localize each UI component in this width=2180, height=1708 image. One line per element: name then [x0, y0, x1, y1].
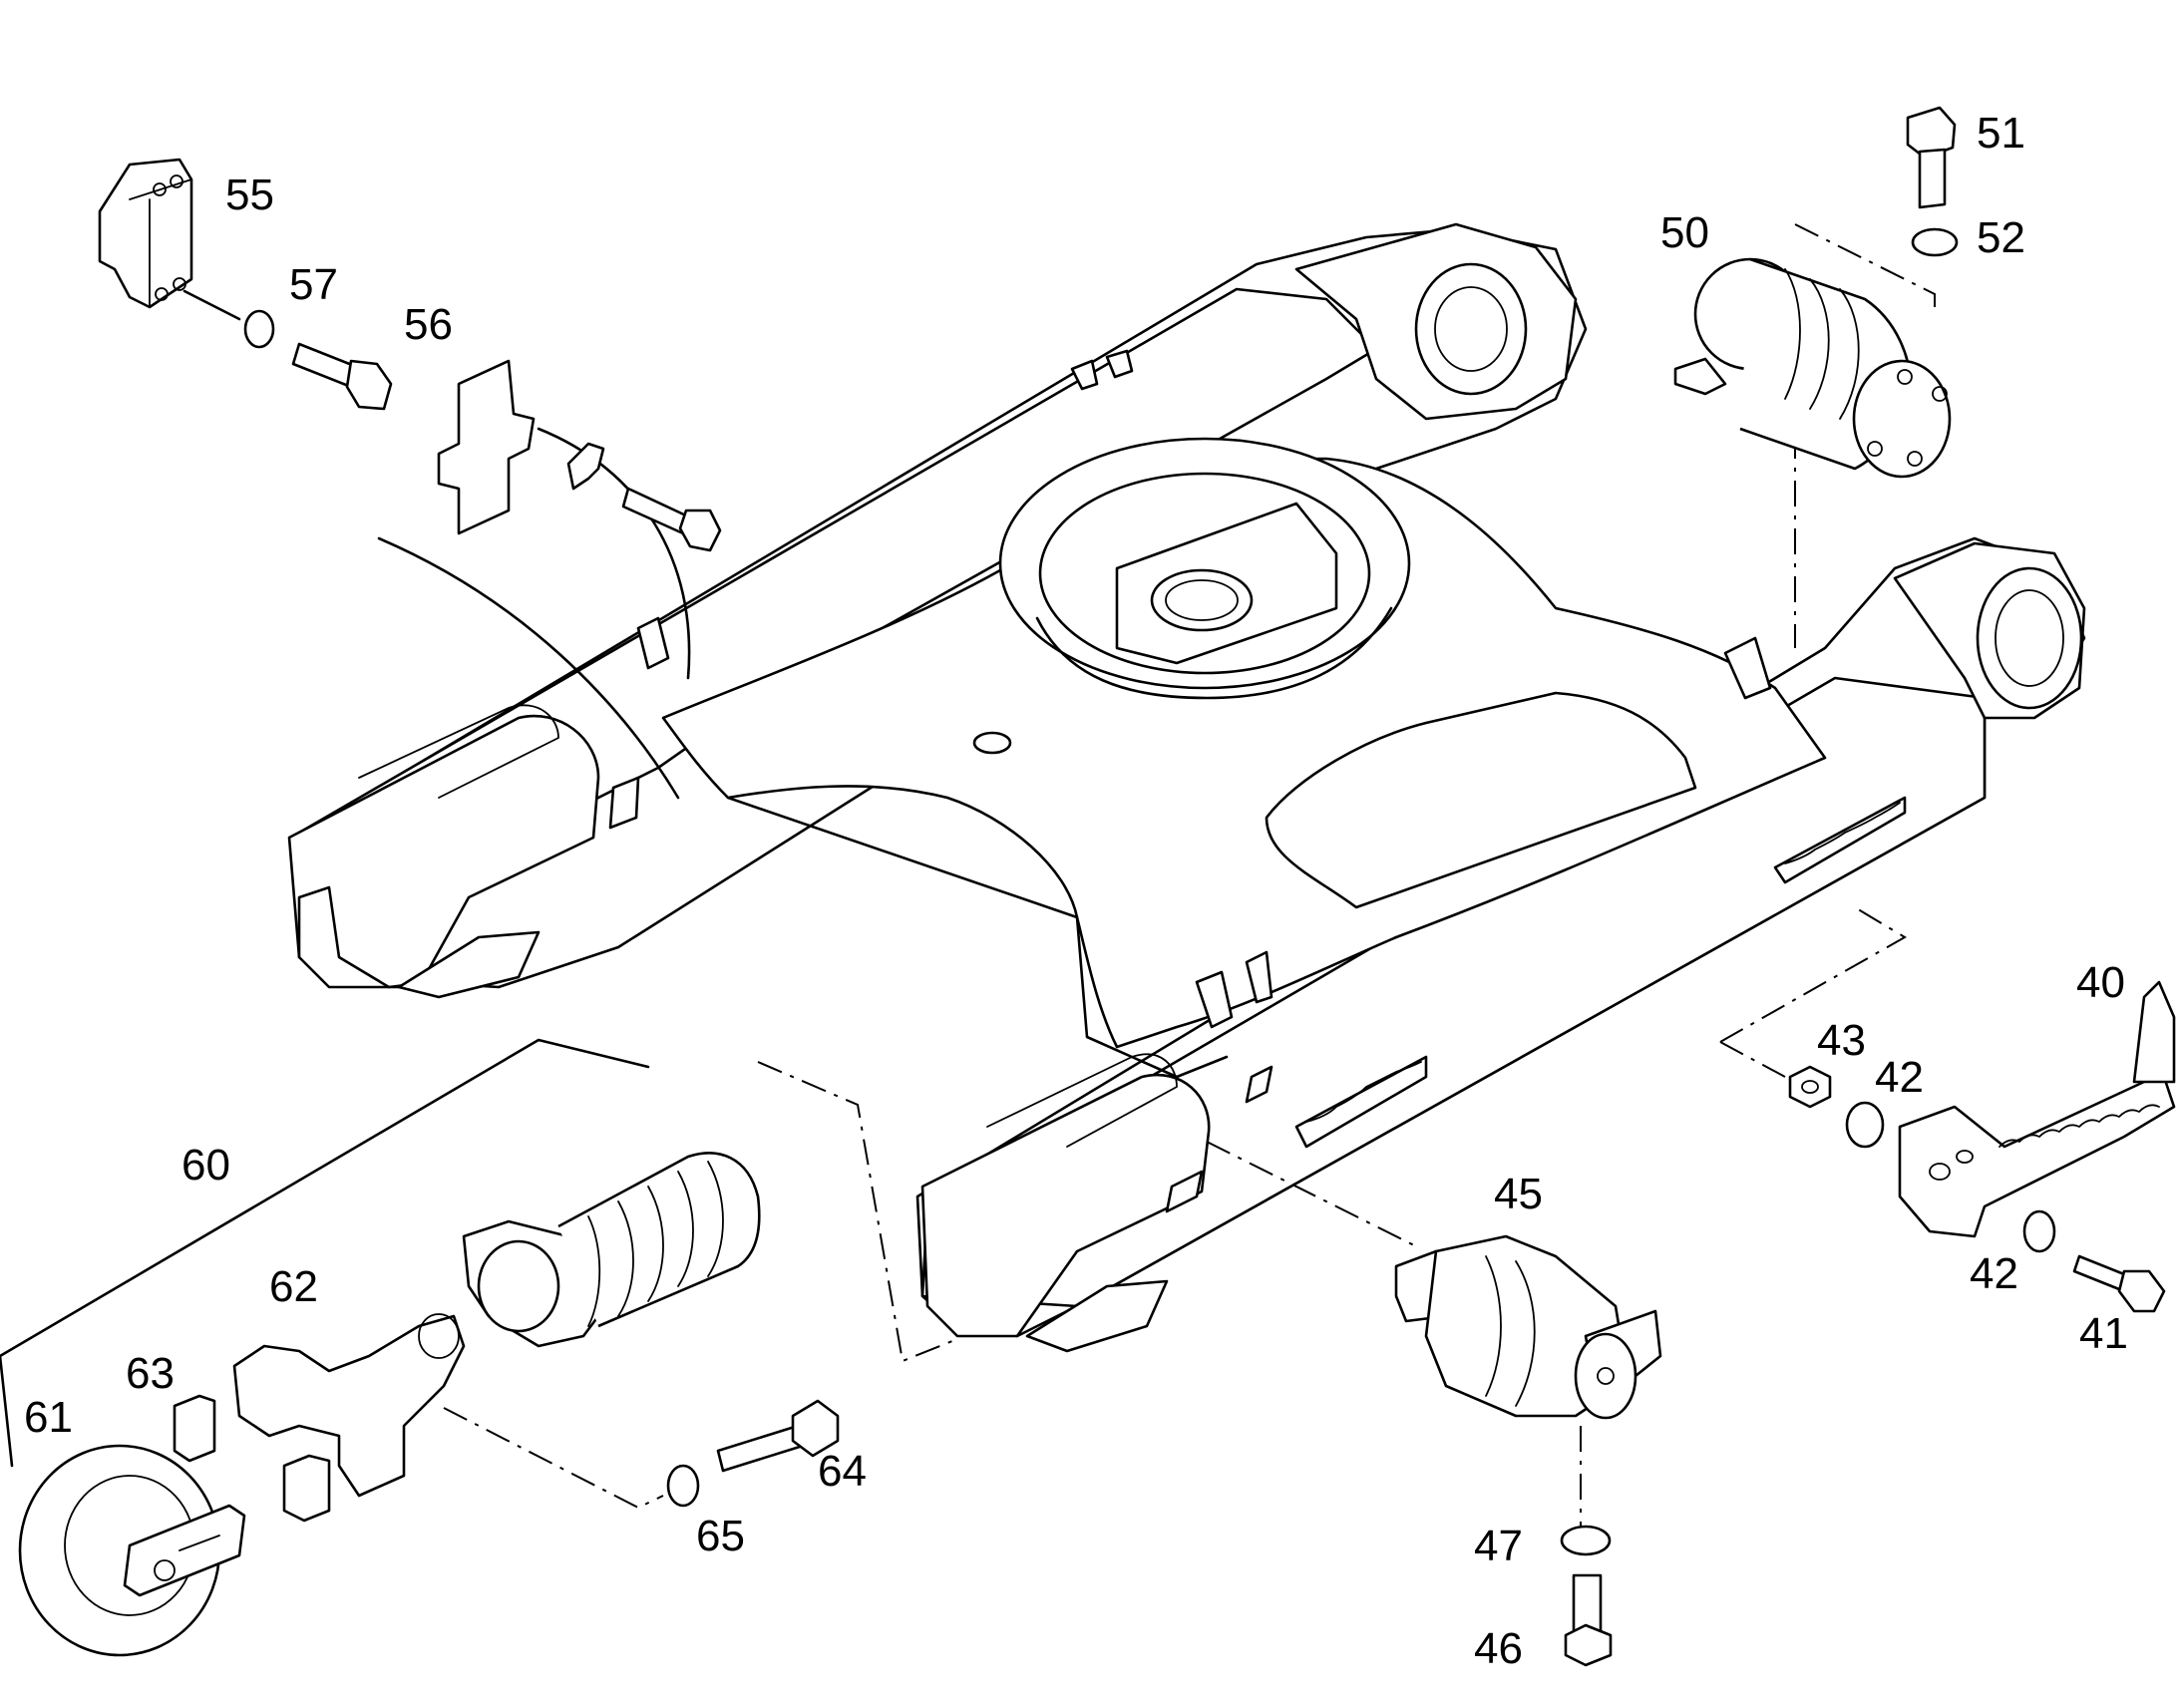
part-42-washer-upper [1845, 1101, 1885, 1149]
label-65: 65 [696, 1512, 745, 1560]
part-52-washer [1911, 227, 1959, 257]
label-51: 51 [1977, 109, 2025, 158]
label-55: 55 [225, 171, 274, 219]
shim-piece [566, 442, 605, 491]
label-56: 56 [404, 300, 453, 349]
label-60: 60 [182, 1141, 230, 1190]
label-63: 63 [126, 1349, 175, 1398]
part-63-block-lower [282, 1454, 331, 1523]
part-labels: 55 57 56 51 52 50 40 43 42 42 41 45 47 4… [24, 109, 2128, 1673]
part-40-track-guide [1898, 980, 2176, 1238]
label-46: 46 [1474, 1624, 1523, 1673]
label-42-lower: 42 [1970, 1249, 2018, 1298]
part-47-washer [1560, 1525, 1612, 1556]
part-41-bolt [2072, 1254, 2166, 1313]
leader-lines [0, 223, 1936, 1526]
label-45: 45 [1494, 1170, 1543, 1218]
part-43-nut [1788, 1065, 1832, 1109]
label-50: 50 [1660, 208, 1709, 257]
part-45-track-roller [1394, 1234, 1662, 1420]
part-46-bolt [1564, 1573, 1613, 1667]
part-60-recoil-spring [462, 1152, 761, 1348]
part-50-carrier-roller [1673, 257, 1952, 479]
label-40: 40 [2076, 958, 2125, 1007]
label-52: 52 [1977, 213, 2025, 262]
undercarriage-frame [287, 222, 2086, 1353]
part-55-block [98, 158, 193, 309]
part-56-plate [437, 359, 536, 535]
part-65-washer [666, 1464, 700, 1508]
label-41: 41 [2079, 1309, 2128, 1358]
label-62: 62 [269, 1262, 318, 1311]
label-57: 57 [289, 260, 338, 309]
part-42-washer-lower [2022, 1209, 2056, 1253]
part-63-block-upper [173, 1394, 216, 1463]
part-64-bolt [716, 1399, 840, 1473]
bolt-57 [291, 342, 393, 411]
part-51-bolt [1906, 106, 1957, 209]
part-61-idler-wheel [18, 1444, 246, 1657]
label-42-upper: 42 [1875, 1053, 1924, 1102]
label-64: 64 [818, 1447, 867, 1496]
bolt-56 [621, 487, 722, 552]
part-57-washer [243, 309, 275, 349]
label-47: 47 [1474, 1522, 1523, 1570]
label-61: 61 [24, 1393, 73, 1442]
part-62-yoke [232, 1313, 466, 1498]
label-43: 43 [1817, 1016, 1866, 1065]
